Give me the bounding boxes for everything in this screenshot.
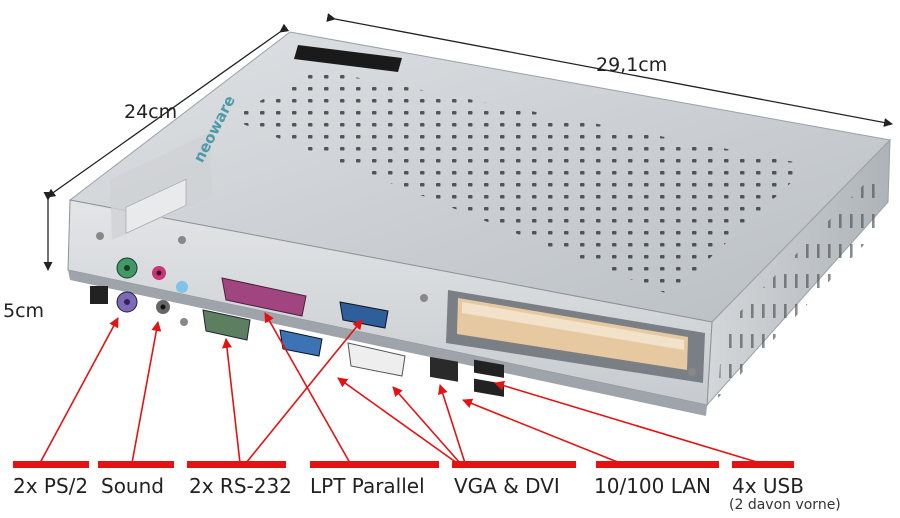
side-vents: [718, 168, 880, 398]
callout-dvi: [392, 386, 461, 464]
depth-dimension-arrow: [46, 23, 290, 198]
callout-vga: [337, 377, 458, 464]
width-dimension-label: 29,1cm: [596, 54, 668, 76]
usb-port-1: [474, 359, 504, 378]
callout-lpt: [264, 312, 351, 464]
width-dimension-arrow: [326, 13, 893, 127]
callout-lan-b: [462, 398, 621, 464]
label-usb-note: (2 davon vorne): [729, 497, 841, 513]
label-bar-sound: [98, 461, 174, 468]
label-bar-vga-dvi: [452, 461, 576, 468]
height-dimension-label: 5cm: [3, 300, 45, 322]
rs232-port-2: [339, 301, 389, 329]
callout-rs232-b: [245, 319, 363, 464]
label-usb: 4x USB: [732, 474, 804, 498]
callout-ps2: [39, 317, 119, 464]
lan-port: [430, 356, 458, 382]
label-ps2: 2x PS/2: [13, 474, 89, 498]
callout-sound: [131, 321, 162, 464]
usb-port-2: [474, 378, 504, 397]
label-lpt: LPT Parallel: [310, 474, 425, 498]
lpt-parallel-port: [221, 277, 307, 317]
depth-dimension-label: 24cm: [124, 101, 178, 123]
label-bar-lan: [596, 461, 719, 468]
callout-rs232-a: [222, 338, 241, 464]
label-lan: 10/100 LAN: [594, 474, 711, 498]
callout-lan-a: [437, 384, 466, 464]
dvi-port: [347, 342, 406, 377]
label-bar-rs232: [187, 461, 286, 468]
label-rs232: 2x RS-232: [189, 474, 292, 498]
label-sound: Sound: [101, 474, 164, 498]
label-vga-dvi: VGA & DVI: [454, 474, 560, 498]
power-jack: [90, 286, 108, 304]
label-bar-ps2: [13, 461, 89, 468]
reset-button: [176, 281, 188, 293]
rs232-port-1: [202, 309, 251, 341]
label-bar-lpt: [310, 461, 439, 468]
label-bar-usb: [732, 461, 794, 468]
callout-usb: [494, 380, 761, 464]
